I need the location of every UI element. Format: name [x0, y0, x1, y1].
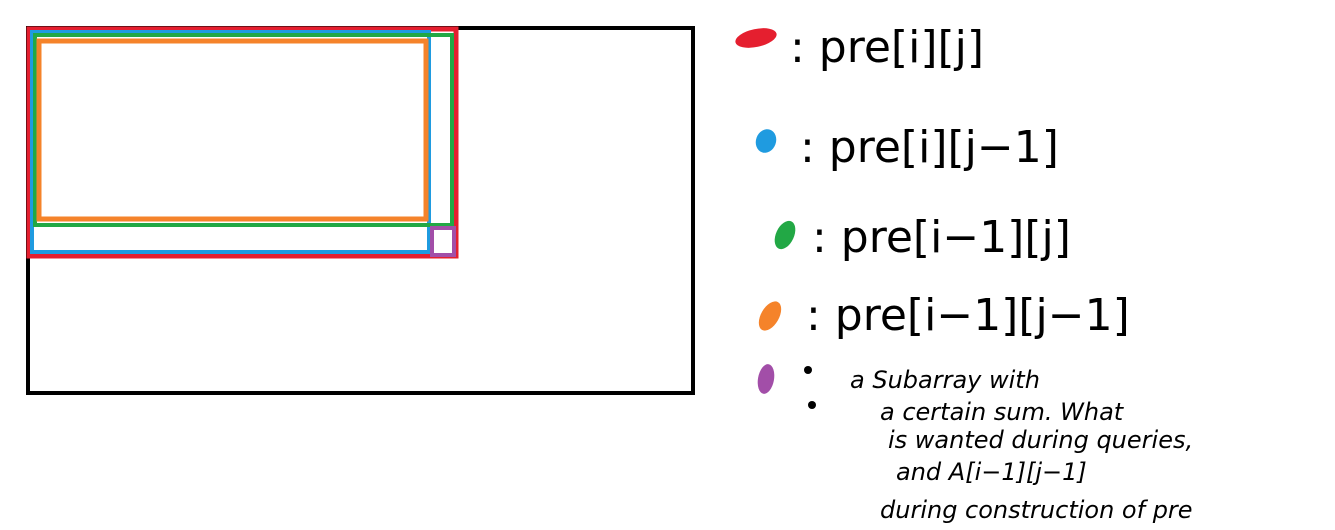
- region-pre-i-jminus1-blue: [30, 30, 431, 254]
- region-pre-i-j-red: [26, 26, 459, 259]
- legend-colon-top: [804, 366, 812, 374]
- legend-swatch-red: [735, 28, 777, 48]
- region-pre-iminus1-jminus1-orange: [36, 38, 429, 222]
- legend-label-orange: : pre[i−1][j−1]: [806, 290, 1130, 341]
- legend-swatch-green: [774, 220, 796, 250]
- legend-swatch-orange: [758, 301, 782, 331]
- legend-label-purple-line3: is wanted during queries,: [888, 426, 1193, 454]
- cell-purple: [430, 226, 456, 257]
- legend-label-purple-line1: a Subarray with: [850, 366, 1040, 394]
- legend-swatch-purple: [757, 364, 775, 394]
- legend-colon-bottom: [808, 401, 816, 409]
- full-matrix-outline: [26, 26, 695, 395]
- legend-swatch-blue: [755, 129, 777, 153]
- legend-label-purple-line4: and A[i−1][j−1]: [896, 458, 1087, 486]
- legend-label-purple-line5: during construction of pre: [880, 496, 1193, 524]
- legend-label-purple-line2: a certain sum. What: [880, 398, 1125, 426]
- legend-label-green: : pre[i−1][j]: [812, 212, 1071, 263]
- legend-label-blue: : pre[i][j−1]: [800, 122, 1059, 173]
- legend-label-red: : pre[i][j]: [790, 22, 984, 73]
- region-pre-iminus1-j-green: [33, 33, 454, 227]
